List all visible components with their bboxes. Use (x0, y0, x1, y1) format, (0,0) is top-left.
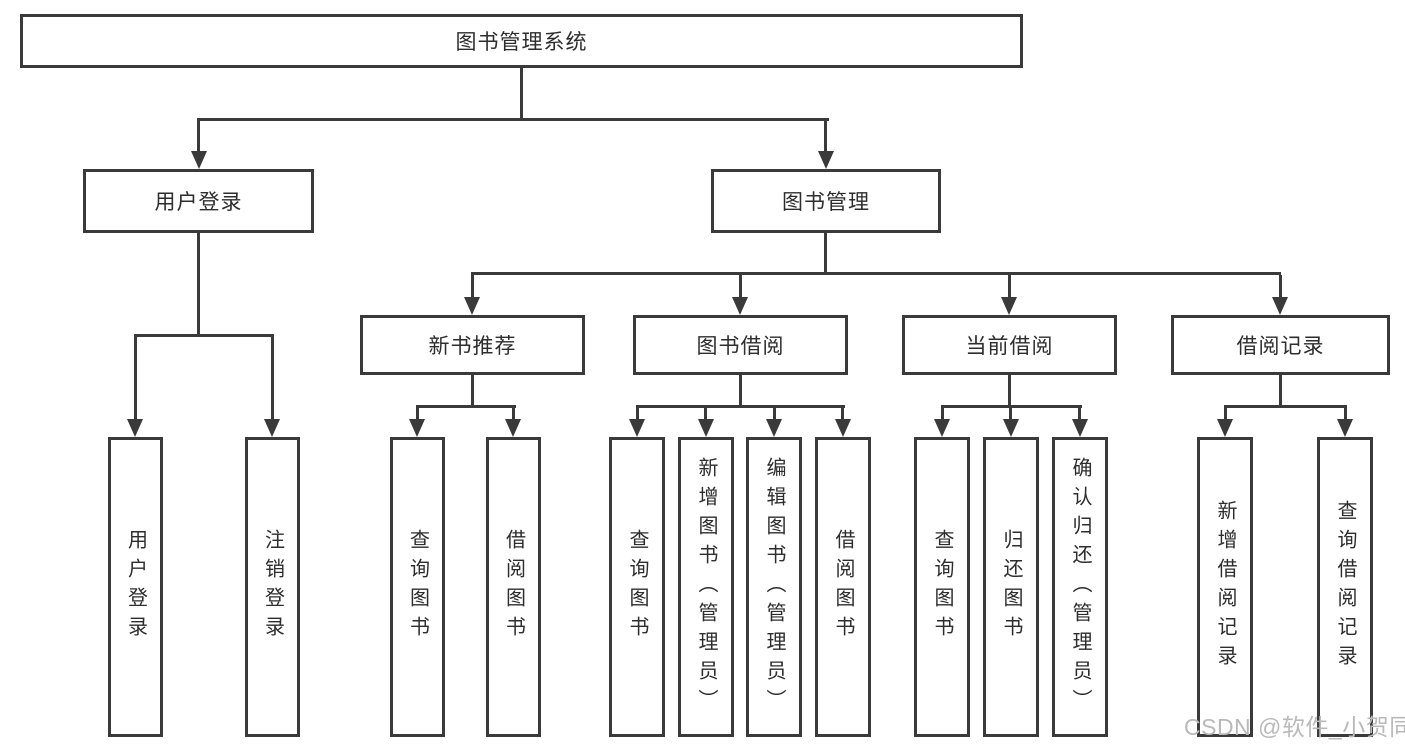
node-user-login: 用户登录 (83, 169, 314, 233)
connector-line (941, 408, 944, 420)
connector-line (1078, 408, 1081, 420)
connector-line (1008, 375, 1011, 408)
leaf-label: 新增图书（管理员） (695, 456, 717, 718)
connector-line (520, 68, 523, 120)
leaf-query-borrow-record: 查询借阅记录 (1317, 437, 1373, 737)
arrow-down-icon (1337, 419, 1353, 437)
leaf-label: 用户登录 (124, 529, 147, 645)
arrow-down-icon (191, 151, 207, 169)
leaf-label: 查询图书 (626, 529, 648, 645)
arrow-down-icon (1003, 419, 1019, 437)
arrow-down-icon (264, 419, 280, 437)
connector-line (824, 121, 827, 152)
connector-line (636, 408, 639, 420)
arrow-down-icon (934, 419, 950, 437)
leaf-query-books-current: 查询图书 (914, 437, 970, 737)
arrow-down-icon (1272, 297, 1288, 315)
csdn-watermark: CSDN @软件_小贺同学 (1184, 714, 1405, 740)
connector-line (1279, 375, 1282, 408)
connector-line (1279, 275, 1282, 299)
node-current-borrowing: 当前借阅 (902, 315, 1117, 375)
leaf-add-borrow-record: 新增借阅记录 (1197, 437, 1253, 737)
leaf-label: 查询图书 (931, 529, 953, 645)
leaf-query-books-recommend: 查询图书 (390, 437, 445, 737)
leaf-label: 查询图书 (406, 529, 429, 645)
node-book-borrowing: 图书借阅 (633, 315, 848, 375)
connector-line (512, 408, 515, 420)
connector-line (197, 233, 200, 336)
leaf-label: 查询借阅记录 (1334, 500, 1356, 674)
connector-line (197, 118, 829, 121)
connector-line (271, 337, 274, 420)
connector-line (471, 275, 474, 299)
arrow-down-icon (464, 297, 480, 315)
node-library-management-system: 图书管理系统 (20, 14, 1023, 68)
connector-line (739, 375, 742, 408)
arrow-down-icon (818, 151, 834, 169)
connector-line (739, 275, 742, 299)
leaf-query-books-borrowing: 查询图书 (609, 437, 665, 737)
arrow-down-icon (698, 419, 714, 437)
leaf-edit-books-admin: 编辑图书（管理员） (746, 437, 802, 737)
leaf-label: 确认归还（管理员） (1069, 456, 1091, 718)
connector-line (841, 408, 844, 420)
arrow-down-icon (835, 419, 851, 437)
connector-line (1224, 405, 1347, 408)
connector-line (636, 405, 845, 408)
arrow-down-icon (766, 419, 782, 437)
node-book-management: 图书管理 (711, 169, 941, 233)
arrow-down-icon (629, 419, 645, 437)
leaf-label: 编辑图书（管理员） (763, 456, 785, 718)
leaf-borrow-books-borrowing: 借阅图书 (815, 437, 871, 737)
connector-line (824, 233, 827, 274)
connector-line (941, 405, 1082, 408)
arrow-down-icon (1001, 297, 1017, 315)
arrow-down-icon (127, 419, 143, 437)
connector-line (773, 408, 776, 420)
connector-line (416, 408, 419, 420)
connector-line (471, 375, 474, 408)
arrow-down-icon (409, 419, 425, 437)
leaf-borrow-books-recommend: 借阅图书 (486, 437, 541, 737)
connector-line (704, 408, 707, 420)
leaf-label: 借阅图书 (832, 529, 854, 645)
leaf-add-books-admin: 新增图书（管理员） (678, 437, 734, 737)
connector-line (1009, 408, 1012, 420)
connector-line (416, 405, 516, 408)
leaf-return-books: 归还图书 (983, 437, 1039, 737)
connector-line (197, 121, 200, 152)
leaf-label: 新增借阅记录 (1214, 500, 1236, 674)
leaf-label: 归还图书 (1000, 529, 1022, 645)
leaf-label: 注销登录 (261, 529, 284, 645)
connector-line (1224, 408, 1227, 420)
arrow-down-icon (732, 297, 748, 315)
arrow-down-icon (505, 419, 521, 437)
node-new-book-recommendation: 新书推荐 (360, 315, 585, 375)
node-borrowing-records: 借阅记录 (1171, 315, 1390, 375)
connector-line (1344, 408, 1347, 420)
leaf-user-login: 用户登录 (108, 437, 163, 737)
leaf-confirm-return-admin: 确认归还（管理员） (1052, 437, 1108, 737)
connector-line (134, 334, 274, 337)
leaf-logout: 注销登录 (245, 437, 300, 737)
leaf-label: 借阅图书 (502, 529, 525, 645)
arrow-down-icon (1072, 419, 1088, 437)
connector-line (134, 337, 137, 420)
arrow-down-icon (1217, 419, 1233, 437)
connector-line (1008, 275, 1011, 299)
connector-line (471, 272, 1281, 275)
